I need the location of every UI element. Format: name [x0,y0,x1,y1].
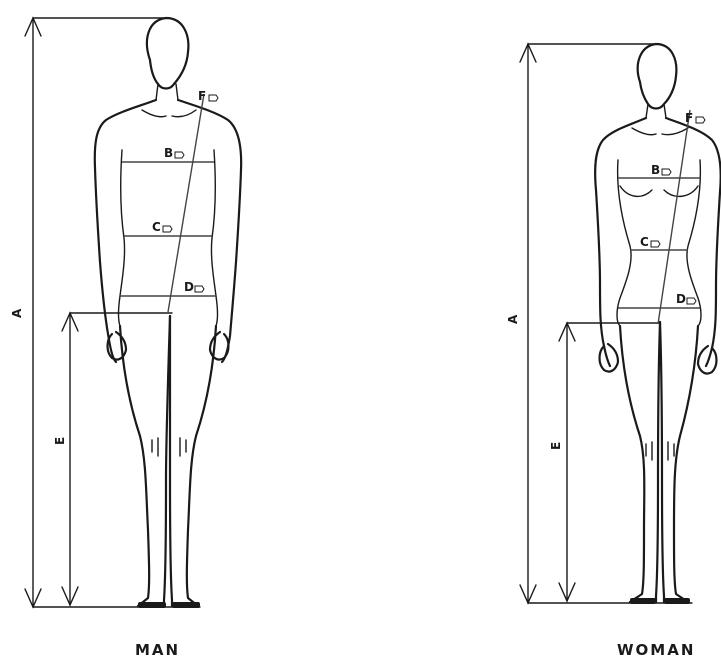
woman-torso-right [687,160,701,326]
man-caption: MAN [135,641,180,657]
woman-label-b: B [651,163,660,177]
woman-knee-marks [646,442,674,460]
woman-tag-f [696,117,705,123]
man-label-c: C [152,220,161,234]
man-label-e: E [53,437,67,445]
woman-bust [620,186,698,196]
man-label-f: F [198,89,206,103]
woman-tag-b [662,169,671,175]
woman-tag-d [687,298,696,304]
woman-collarbone [632,128,688,135]
woman-figure: A E [506,44,721,657]
man-body-right [178,100,241,362]
woman-leg-right [660,322,698,602]
man-tag-c [163,226,172,232]
man-torso-left [119,150,125,326]
woman-hand-left [600,344,619,372]
man-torso-right [211,150,217,326]
man-collarbone [142,110,196,117]
man-foot-right [172,602,200,608]
woman-label-d: D [676,292,686,306]
man-tag-b [175,152,184,158]
woman-label-a: A [506,314,520,324]
man-leg-left [120,316,170,606]
woman-head [638,44,677,109]
man-figure: A E [10,18,241,657]
man-label-d: D [184,280,194,294]
woman-tag-c [651,241,660,247]
woman-caption: WOMAN [617,641,695,657]
woman-label-c: C [640,235,649,249]
man-body-left [95,100,156,362]
woman-torso-left [617,160,631,326]
woman-label-e: E [549,442,563,450]
man-foot-left [138,602,166,608]
woman-body-right [666,118,721,366]
man-inseam-arrow-e [62,313,172,605]
man-tag-d [195,286,204,292]
woman-foot-right [664,598,690,604]
man-head [147,18,188,89]
man-tag-f [209,95,218,101]
man-label-b: B [164,146,173,160]
woman-label-f: F [685,111,693,125]
woman-foot-left [630,598,656,604]
man-leg-right [170,316,216,606]
man-label-a: A [10,308,24,318]
woman-leg-left [620,322,660,602]
woman-hand-right [698,346,717,374]
